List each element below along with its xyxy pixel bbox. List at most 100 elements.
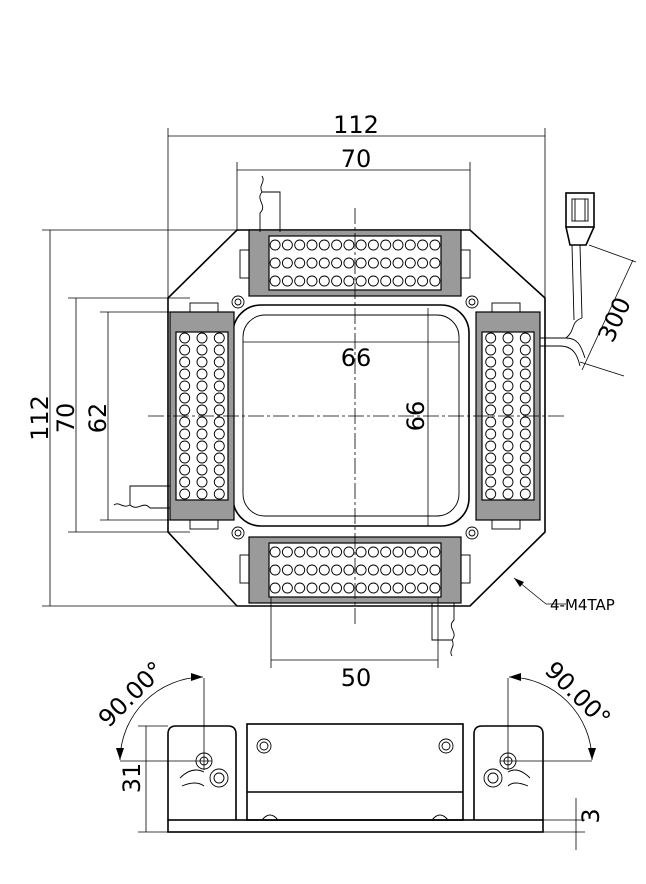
led: [519, 488, 531, 500]
led: [196, 404, 208, 416]
led: [306, 275, 318, 287]
led: [196, 368, 208, 380]
led: [485, 476, 497, 488]
led: [331, 275, 343, 287]
led: [380, 257, 392, 269]
led: [392, 275, 404, 287]
led: [502, 404, 514, 416]
led: [306, 257, 318, 269]
led: [281, 239, 293, 251]
led: [519, 380, 531, 392]
dim-side-array-length: 70: [52, 403, 80, 434]
led: [294, 582, 306, 594]
center-window: [232, 304, 470, 527]
led: [355, 257, 367, 269]
led: [519, 428, 531, 440]
mounting-taps: [231, 295, 479, 540]
led: [179, 344, 191, 356]
led: [281, 275, 293, 287]
dim-overall-width: 112: [333, 111, 379, 139]
angle-left-label: 90.00°: [93, 656, 170, 733]
led: [502, 392, 514, 404]
led: [367, 546, 379, 558]
led: [213, 368, 225, 380]
led: [404, 257, 416, 269]
led: [519, 356, 531, 368]
led: [213, 476, 225, 488]
led: [485, 392, 497, 404]
led: [306, 582, 318, 594]
led: [485, 380, 497, 392]
led: [179, 392, 191, 404]
led: [196, 476, 208, 488]
base-plate: [167, 819, 544, 833]
led: [179, 428, 191, 440]
led: [502, 416, 514, 428]
led: [343, 257, 355, 269]
top-led-module: [239, 229, 471, 297]
led: [519, 404, 531, 416]
led: [306, 239, 318, 251]
led: [179, 368, 191, 380]
led: [213, 380, 225, 392]
led: [179, 416, 191, 428]
octagonal-frame: [167, 229, 546, 607]
led: [502, 476, 514, 488]
dim-top-array-length: 70: [341, 145, 372, 173]
led: [179, 452, 191, 464]
led: [196, 428, 208, 440]
led: [380, 546, 392, 558]
dim-overall-height: 112: [26, 395, 54, 441]
led: [404, 275, 416, 287]
led: [196, 356, 208, 368]
led: [306, 564, 318, 576]
led: [213, 392, 225, 404]
led: [179, 488, 191, 500]
led: [367, 239, 379, 251]
led: [519, 332, 531, 344]
led: [196, 344, 208, 356]
led: [355, 582, 367, 594]
led: [294, 564, 306, 576]
led: [355, 239, 367, 251]
led: [519, 464, 531, 476]
led: [281, 564, 293, 576]
led: [355, 564, 367, 576]
led: [380, 239, 392, 251]
led: [213, 404, 225, 416]
led: [281, 546, 293, 558]
dim-window-height: 66: [402, 401, 430, 432]
led: [485, 332, 497, 344]
led: [392, 257, 404, 269]
led: [417, 239, 429, 251]
led: [318, 564, 330, 576]
led: [429, 546, 441, 558]
led: [196, 440, 208, 452]
led: [404, 582, 416, 594]
angle-right-label: 90.00°: [539, 656, 616, 733]
led: [179, 440, 191, 452]
led: [502, 452, 514, 464]
led: [196, 392, 208, 404]
led: [179, 404, 191, 416]
angle-indicators: [116, 673, 596, 770]
led: [196, 452, 208, 464]
led: [269, 275, 281, 287]
led: [502, 488, 514, 500]
led: [380, 275, 392, 287]
dim-side-height: 31: [118, 763, 146, 794]
led: [502, 344, 514, 356]
led: [343, 239, 355, 251]
tap-callout: 4-M4TAP: [550, 596, 615, 614]
led: [196, 464, 208, 476]
led: [196, 416, 208, 428]
led: [485, 464, 497, 476]
led: [417, 582, 429, 594]
led: [213, 452, 225, 464]
led: [306, 546, 318, 558]
dim-side-pcb-length: 62: [84, 403, 112, 434]
led: [485, 428, 497, 440]
led: [213, 464, 225, 476]
led: [331, 257, 343, 269]
led: [485, 488, 497, 500]
